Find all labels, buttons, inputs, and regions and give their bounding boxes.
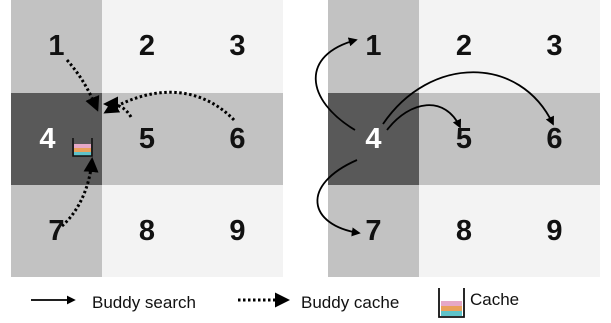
left-cell-9-label: 9	[229, 214, 246, 247]
left-grid: 1 2 3 4 5 6 7 8 9	[11, 0, 283, 277]
right-cell-8-label: 8	[455, 214, 473, 247]
right-cell-9-label: 9	[546, 214, 563, 247]
left-cell-5-label: 5	[138, 122, 156, 155]
right-cell-7-label: 7	[365, 214, 382, 247]
left-cell-7-label: 7	[48, 214, 65, 247]
right-cell-5: 5	[419, 93, 509, 185]
right-grid: 1 2 3 4 5 6 7 8 9	[328, 0, 600, 277]
legend-buddy-search: Buddy search	[92, 293, 196, 312]
left-cell-6-label: 6	[229, 122, 246, 155]
right-cell-4: 4	[328, 93, 419, 185]
right-cell-2: 2	[419, 0, 509, 93]
left-cell-5: 5	[102, 93, 192, 185]
left-cell-4-label: 4	[39, 122, 56, 155]
left-cell-8: 8	[102, 185, 192, 277]
left-cell-9: 9	[192, 185, 283, 277]
right-cell-3: 3	[509, 0, 600, 93]
right-cell-7: 7	[328, 185, 419, 277]
left-cell-2: 2	[102, 0, 192, 93]
right-cell-5-label: 5	[455, 122, 473, 155]
right-cell-1-label: 1	[365, 30, 382, 62]
left-cell-7: 7	[11, 185, 102, 277]
left-cell-4: 4	[11, 93, 102, 185]
right-cell-6-label: 6	[546, 122, 563, 155]
left-cell-2-label: 2	[138, 30, 156, 62]
right-cell-1: 1	[328, 0, 419, 93]
cache-icon	[72, 138, 93, 157]
right-cell-6: 6	[509, 93, 600, 185]
left-cell-1: 1	[11, 0, 102, 93]
right-cell-9: 9	[509, 185, 600, 277]
legend-cache: Cache	[470, 290, 520, 309]
legend-cache-icon	[438, 288, 465, 318]
right-cell-2-label: 2	[455, 30, 473, 62]
left-cell-3: 3	[192, 0, 283, 93]
right-cell-4-label: 4	[365, 122, 382, 155]
right-cell-3-label: 3	[546, 30, 563, 62]
right-cell-8: 8	[419, 185, 509, 277]
legend-buddy-cache: Buddy cache	[301, 293, 400, 312]
left-cell-8-label: 8	[138, 214, 156, 247]
left-cell-3-label: 3	[229, 30, 246, 62]
left-cell-6: 6	[192, 93, 283, 185]
left-cell-1-label: 1	[48, 30, 65, 62]
